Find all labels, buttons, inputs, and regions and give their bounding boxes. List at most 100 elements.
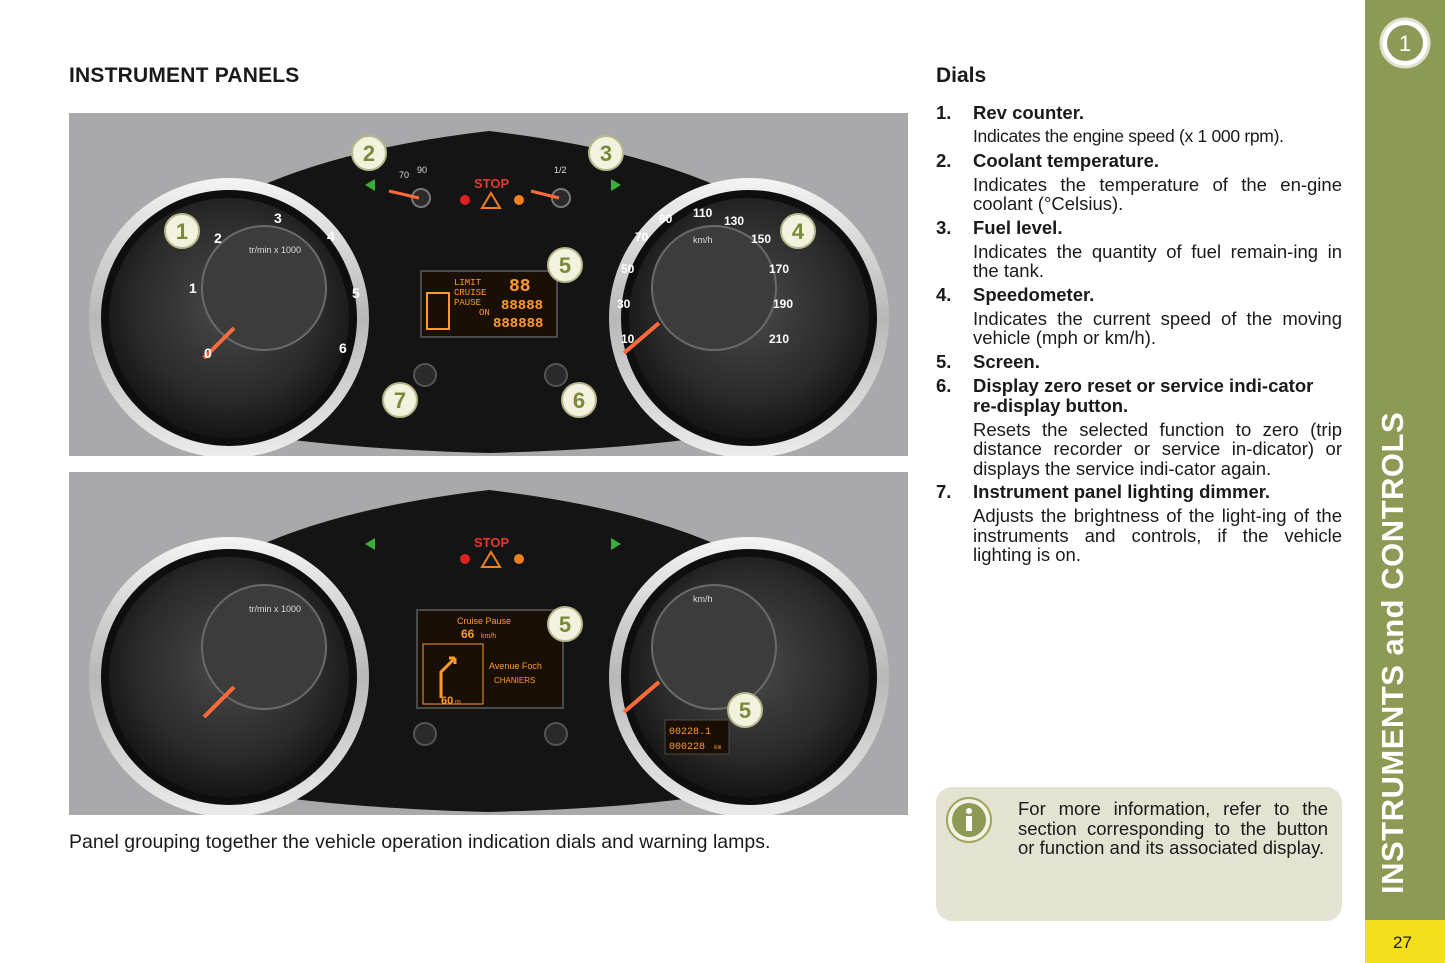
callout-4: 4 xyxy=(792,219,805,244)
warning-triangle-icon xyxy=(480,191,502,209)
info-text: For more information, refer to the secti… xyxy=(1018,798,1328,858)
callout-5-screen: 5 xyxy=(559,612,571,637)
page-number: 27 xyxy=(1393,933,1412,952)
item-title: Display zero reset or service indi-cator… xyxy=(973,374,1314,416)
right-indicator-icon xyxy=(611,179,621,191)
stop-warning-lamp xyxy=(460,195,470,205)
dial-item: 7. Instrument panel lighting dimmer. Adju… xyxy=(936,482,1342,565)
dials-section: Dials 1. Rev counter. Indicates the engin… xyxy=(936,64,1342,569)
callout-2: 2 xyxy=(363,141,375,166)
chapter-strip xyxy=(1365,0,1445,963)
item-description: Indicates the quantity of fuel remain-in… xyxy=(973,240,1342,281)
item-number: 2. xyxy=(936,149,952,171)
rev-units: tr/min x 1000 xyxy=(249,604,301,614)
screen-city: CHANIERS xyxy=(494,676,535,685)
item-number: 5. xyxy=(936,350,952,372)
speed-tick-210: 210 xyxy=(769,332,789,346)
speed-tick-130: 130 xyxy=(724,214,744,228)
odometer-total: 000228 xyxy=(669,742,705,753)
odometer-display xyxy=(664,719,730,755)
dial-item: 6. Display zero reset or service indi-cat… xyxy=(936,374,1342,479)
callout-3: 3 xyxy=(600,141,612,166)
instrument-panel-image-bottom: tr/min x 1000 km/h STOP Cruise Pause 66 … xyxy=(69,472,908,815)
dials-heading: Dials xyxy=(936,64,987,87)
fuel-tick-half: 1/2 xyxy=(554,165,567,175)
multifunction-screen xyxy=(420,270,558,338)
chapter-title: INSTRUMENTS and CONTROLS xyxy=(1375,411,1410,894)
item-description: Indicates the engine speed (x 1 000 rpm)… xyxy=(973,126,1284,146)
info-icon xyxy=(946,797,992,843)
speed-tick-190: 190 xyxy=(773,297,793,311)
left-indicator-icon xyxy=(365,179,375,191)
screen-speed: 66 xyxy=(461,627,475,641)
dial-item: 5. Screen. xyxy=(936,350,1342,372)
speed-tick-10: 10 xyxy=(621,332,635,346)
speed-tick-30: 30 xyxy=(617,297,631,311)
screen-speed-unit: km/h xyxy=(481,633,496,640)
item-number: 7. xyxy=(936,481,952,502)
rev-tick-2: 2 xyxy=(214,230,222,246)
speed-tick-110: 110 xyxy=(693,206,713,220)
rev-tick-1: 1 xyxy=(189,280,197,296)
dial-item: 1. Rev counter. Indicates the engine spee… xyxy=(936,103,1342,147)
item-title: Coolant temperature. xyxy=(973,149,1160,171)
screen-limit-label: LIMIT xyxy=(454,278,482,288)
item-title: Speedometer. xyxy=(973,283,1095,305)
dial-item: 2.Coolant temperature. Indicates the tem… xyxy=(936,149,1342,214)
item-title: Instrument panel lighting dimmer. xyxy=(973,481,1271,502)
callout-7: 7 xyxy=(394,388,406,413)
screen-digits-large: 888888 xyxy=(493,316,543,332)
speed-tick-90: 90 xyxy=(659,212,673,226)
callout-6: 6 xyxy=(573,388,585,413)
item-number: 4. xyxy=(936,283,952,305)
rev-tick-6: 6 xyxy=(339,340,347,356)
chapter-number: 1 xyxy=(1399,31,1411,56)
rev-units: tr/min x 1000 xyxy=(249,245,301,255)
screen-digits-medium: 88888 xyxy=(501,298,543,314)
screen-distance: 60 xyxy=(441,695,453,707)
item-title: Rev counter. xyxy=(973,102,1085,123)
callout-5-odometer: 5 xyxy=(739,698,751,723)
page-number-box xyxy=(1365,920,1445,963)
item-description: Resets the selected function to zero (tr… xyxy=(973,418,1342,479)
info-box: For more information, refer to the secti… xyxy=(936,787,1342,921)
odometer-trip: 00228.1 xyxy=(669,727,711,738)
rev-tick-5: 5 xyxy=(352,285,360,301)
figure-caption: Panel grouping together the vehicle oper… xyxy=(69,831,771,853)
instrument-panel-image-top: 0 1 2 3 4 5 6 tr/min x 1000 10 30 50 70 … xyxy=(69,113,908,456)
speed-units: km/h xyxy=(693,594,713,604)
screen-street: Avenue Foch xyxy=(489,661,542,671)
screen-pause-label: PAUSE xyxy=(454,298,481,308)
screen-distance-unit: m xyxy=(455,699,461,706)
dial-item: 3. Fuel level. Indicates the quantity of … xyxy=(936,216,1342,281)
item-number: 3. xyxy=(936,216,952,238)
stop-label: STOP xyxy=(474,176,509,191)
speed-tick-170: 170 xyxy=(769,262,789,276)
rev-tick-4: 4 xyxy=(327,228,335,244)
rev-tick-0: 0 xyxy=(204,345,212,361)
screen-cruise-pause: Cruise Pause xyxy=(457,616,511,626)
item-description: Adjusts the brightness of the light-ing … xyxy=(973,505,1342,565)
item-number: 6. xyxy=(936,374,952,396)
speed-tick-70: 70 xyxy=(635,230,649,244)
screen-digits-small: 88 xyxy=(509,277,531,297)
dimmer-button xyxy=(413,363,437,387)
screen-map-frame xyxy=(422,643,484,705)
item-description: Indicates the current speed of the movin… xyxy=(973,307,1342,348)
item-title: Screen. xyxy=(973,350,1040,372)
odometer-unit: km xyxy=(714,744,722,751)
turn-arrow-icon xyxy=(439,656,457,698)
item-number: 1. xyxy=(936,102,952,123)
gear-indicator-icon xyxy=(426,292,450,330)
page-title: INSTRUMENT PANELS xyxy=(69,64,300,87)
service-warning-lamp xyxy=(514,195,524,205)
dial-item: 4. Speedometer. Indicates the current spe… xyxy=(936,283,1342,348)
item-title: Fuel level. xyxy=(973,216,1063,238)
screen-on-label: ON xyxy=(479,308,490,318)
stop-label: STOP xyxy=(474,535,509,550)
screen-cruise-label: CRUISE xyxy=(454,288,486,298)
callout-5: 5 xyxy=(559,253,571,278)
speed-units: km/h xyxy=(693,235,713,245)
rev-tick-3: 3 xyxy=(274,210,282,226)
chapter-badge: 1 xyxy=(1379,17,1431,69)
